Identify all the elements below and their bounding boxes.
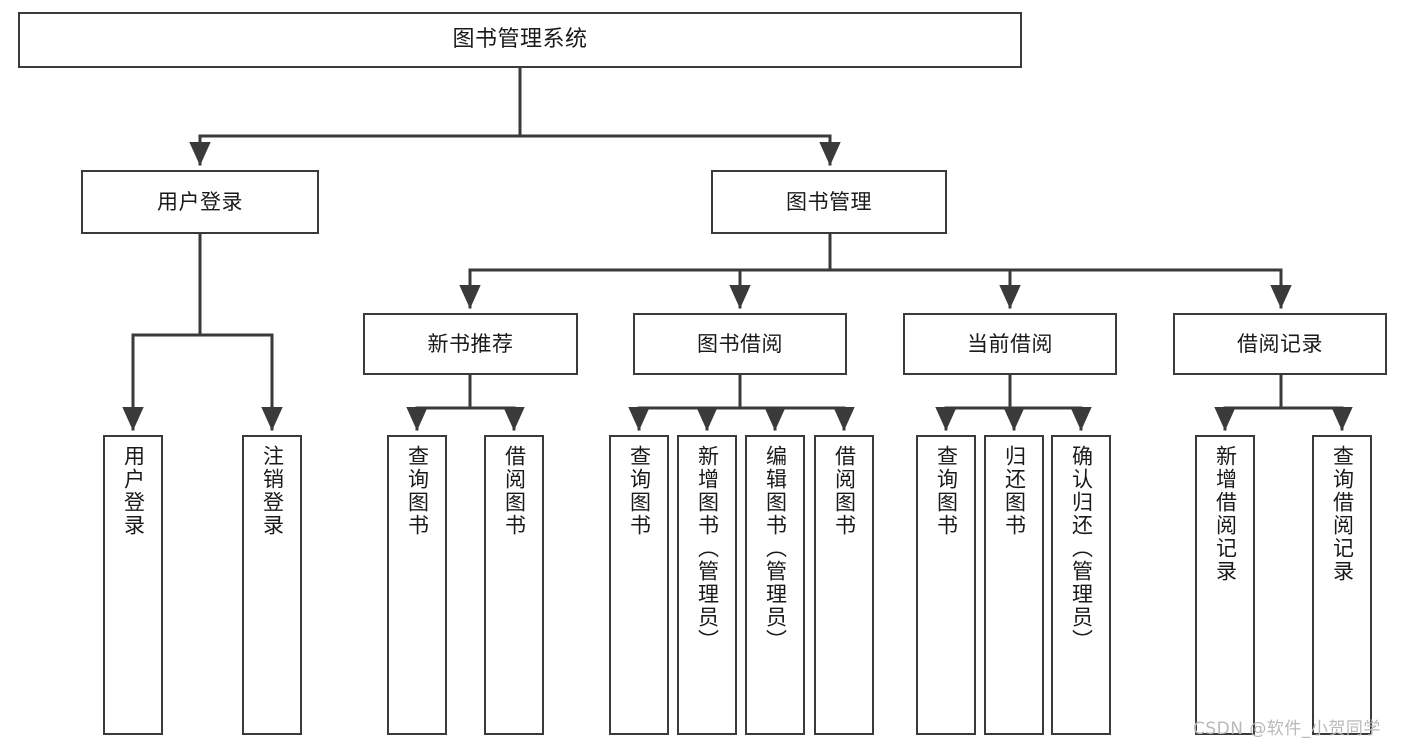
node-leaf-query-book-1[interactable]: 查询图书 [387,435,447,735]
node-book-borrow-label: 图书借阅 [697,331,783,356]
node-leaf-return-book[interactable]: 归还图书 [984,435,1044,735]
node-leaf-confirm-return-admin[interactable]: 确认归还（管理员） [1051,435,1111,735]
node-leaf-query-book-2-label: 查询图书 [627,445,652,537]
node-leaf-edit-book-admin-label: 编辑图书（管理员） [763,445,788,652]
node-borrow-record-label: 借阅记录 [1237,331,1323,356]
node-leaf-return-book-label: 归还图书 [1002,445,1027,537]
node-leaf-user-login-label: 用户登录 [121,445,146,537]
node-leaf-logout-login-label: 注销登录 [260,445,285,537]
node-current-borrow[interactable]: 当前借阅 [903,313,1117,375]
node-leaf-query-book-3-label: 查询图书 [934,445,959,537]
node-leaf-confirm-return-admin-label: 确认归还（管理员） [1069,445,1094,652]
node-root[interactable]: 图书管理系统 [18,12,1022,68]
node-book-borrow[interactable]: 图书借阅 [633,313,847,375]
node-leaf-borrow-book-1[interactable]: 借阅图书 [484,435,544,735]
node-leaf-user-login[interactable]: 用户登录 [103,435,163,735]
node-book-manage-label: 图书管理 [786,189,872,214]
node-leaf-query-book-3[interactable]: 查询图书 [916,435,976,735]
node-leaf-edit-book-admin[interactable]: 编辑图书（管理员） [745,435,805,735]
node-borrow-record[interactable]: 借阅记录 [1173,313,1387,375]
node-new-book-recommend-label: 新书推荐 [427,331,514,356]
node-leaf-add-book-admin-label: 新增图书（管理员） [695,445,720,652]
node-leaf-borrow-book-2[interactable]: 借阅图书 [814,435,874,735]
node-leaf-borrow-book-1-label: 借阅图书 [502,445,527,537]
node-leaf-query-book-2[interactable]: 查询图书 [609,435,669,735]
node-new-book-recommend[interactable]: 新书推荐 [363,313,578,375]
node-book-manage[interactable]: 图书管理 [711,170,947,234]
node-leaf-add-borrow-record-label: 新增借阅记录 [1213,445,1238,583]
node-leaf-add-borrow-record[interactable]: 新增借阅记录 [1195,435,1255,735]
node-user-login[interactable]: 用户登录 [81,170,319,234]
watermark: CSDN @软件_小贺同学 [1193,719,1381,739]
node-leaf-query-borrow-record-label: 查询借阅记录 [1330,445,1355,583]
node-leaf-add-book-admin[interactable]: 新增图书（管理员） [677,435,737,735]
node-leaf-logout-login[interactable]: 注销登录 [242,435,302,735]
node-leaf-query-borrow-record[interactable]: 查询借阅记录 [1312,435,1372,735]
node-root-label: 图书管理系统 [452,27,588,53]
node-leaf-query-book-1-label: 查询图书 [405,445,430,537]
node-user-login-label: 用户登录 [157,189,243,214]
node-leaf-borrow-book-2-label: 借阅图书 [832,445,857,537]
node-current-borrow-label: 当前借阅 [967,331,1053,356]
